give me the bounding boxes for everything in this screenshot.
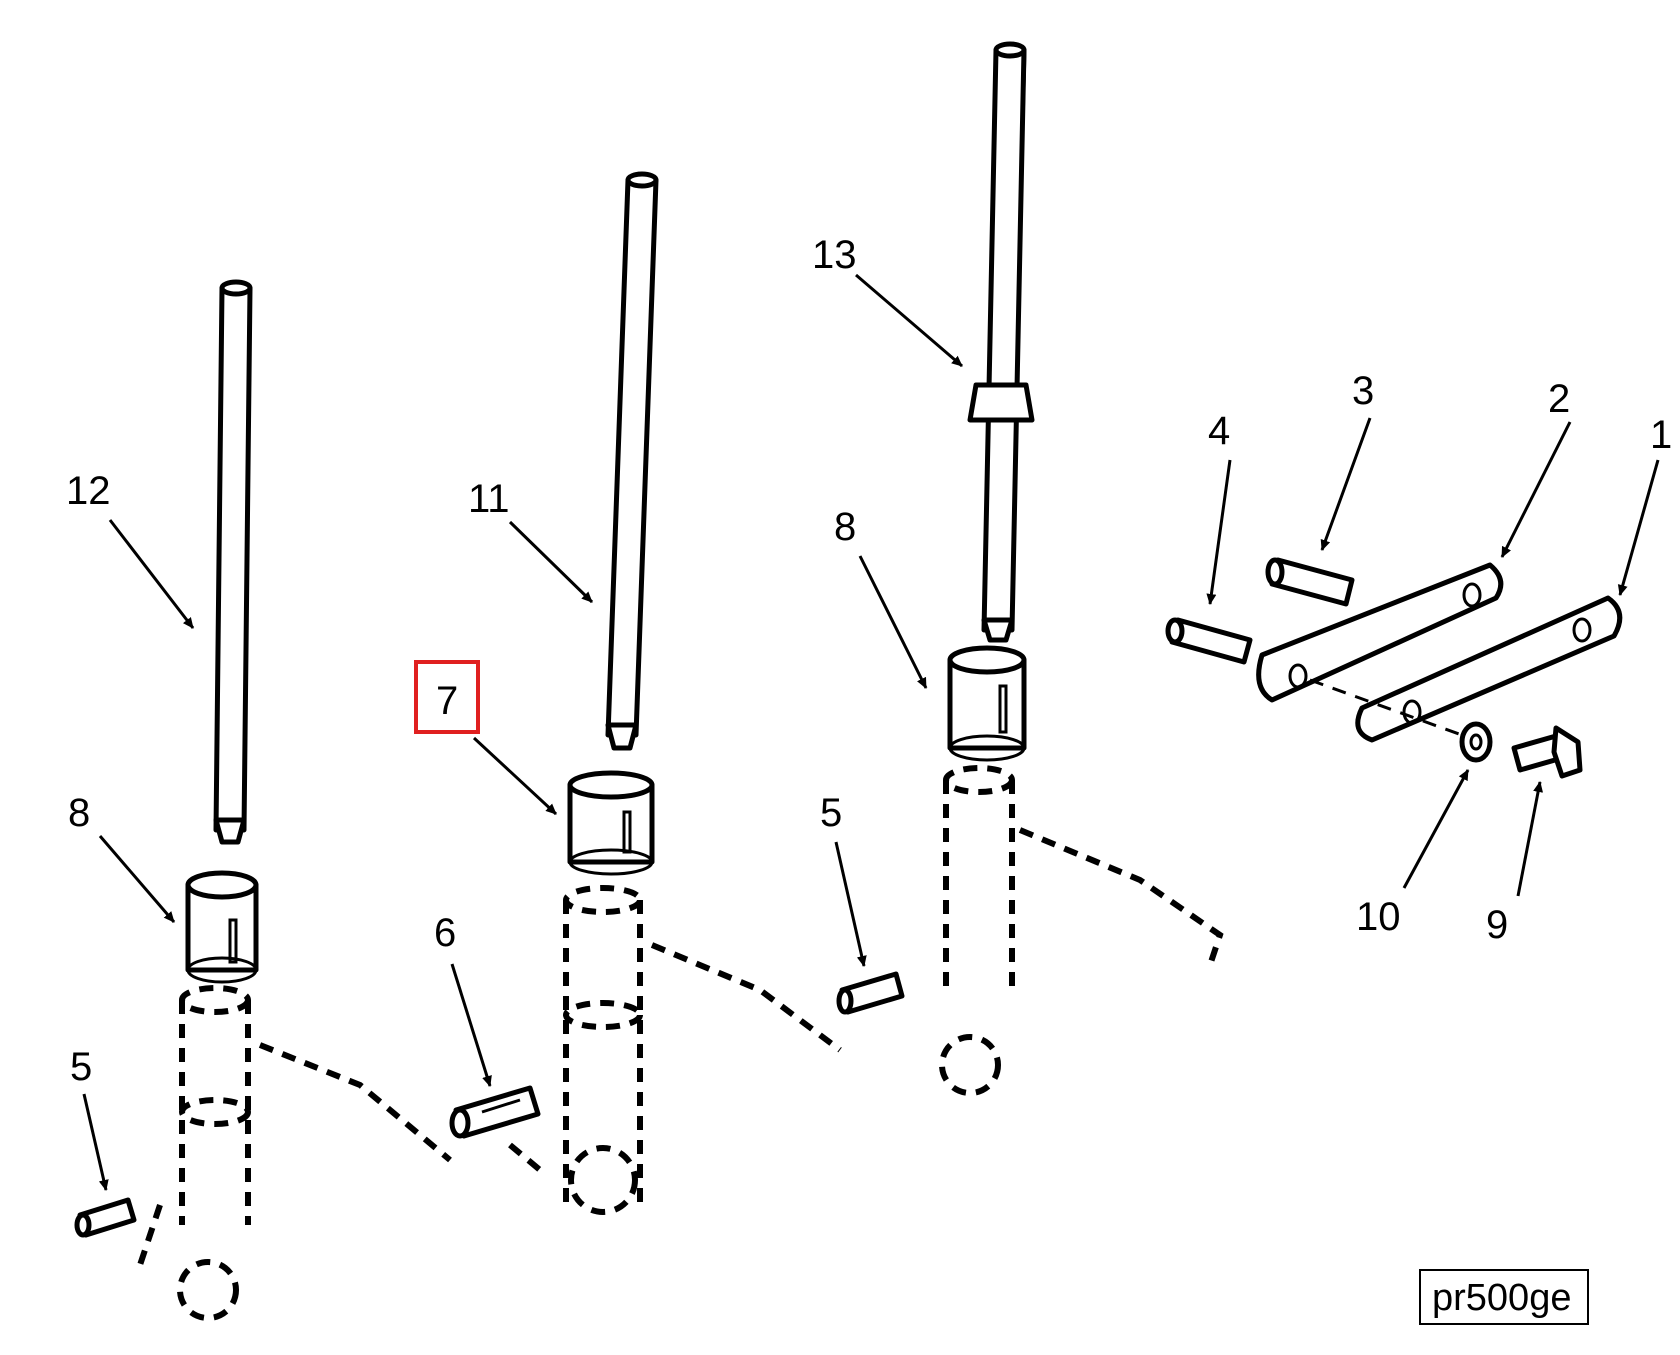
- pin-5-right: [836, 971, 905, 1015]
- sleeve-7: [567, 770, 655, 876]
- sleeve-8-left: [185, 870, 259, 984]
- washer-10: [1459, 721, 1493, 763]
- stud-4: [1165, 617, 1253, 665]
- link-plate-1: [1355, 595, 1623, 743]
- pin-5-left: [74, 1197, 137, 1238]
- callout-12: 12: [66, 469, 111, 513]
- figure-reference: pr500ge: [1419, 1269, 1589, 1325]
- dashed-lifter-left: [137, 985, 452, 1321]
- callout-5-right: 5: [820, 791, 842, 835]
- callout-4: 4: [1208, 409, 1230, 453]
- dashed-lifter-right: [939, 765, 1224, 1096]
- push-rod-11: [605, 171, 659, 751]
- dashed-lifter-middle: [508, 885, 842, 1215]
- pin-6: [449, 1085, 541, 1139]
- link-centerline: [1309, 678, 1471, 740]
- callout-8-left: 8: [68, 791, 90, 835]
- push-rod-13: [967, 41, 1035, 643]
- callout-13: 13: [812, 233, 857, 277]
- sleeve-8-right: [947, 645, 1027, 762]
- highlight-box: [414, 660, 480, 734]
- stud-3: [1265, 557, 1355, 607]
- callout-5-left: 5: [70, 1045, 92, 1089]
- leader-lines: [82, 273, 1660, 1191]
- callout-8-right: 8: [834, 505, 856, 549]
- callout-3: 3: [1352, 369, 1374, 413]
- push-rod-12: [213, 279, 253, 845]
- callout-1: 1: [1650, 413, 1672, 457]
- callout-7: 7: [436, 679, 458, 723]
- bolt-9: [1511, 725, 1583, 779]
- figure-reference-text: pr500ge: [1432, 1277, 1571, 1319]
- callout-9: 9: [1486, 903, 1508, 947]
- callout-2: 2: [1548, 377, 1570, 421]
- callout-6: 6: [434, 911, 456, 955]
- callout-11: 11: [468, 477, 510, 521]
- callout-10: 10: [1356, 895, 1401, 939]
- link-plate-2: [1256, 562, 1504, 703]
